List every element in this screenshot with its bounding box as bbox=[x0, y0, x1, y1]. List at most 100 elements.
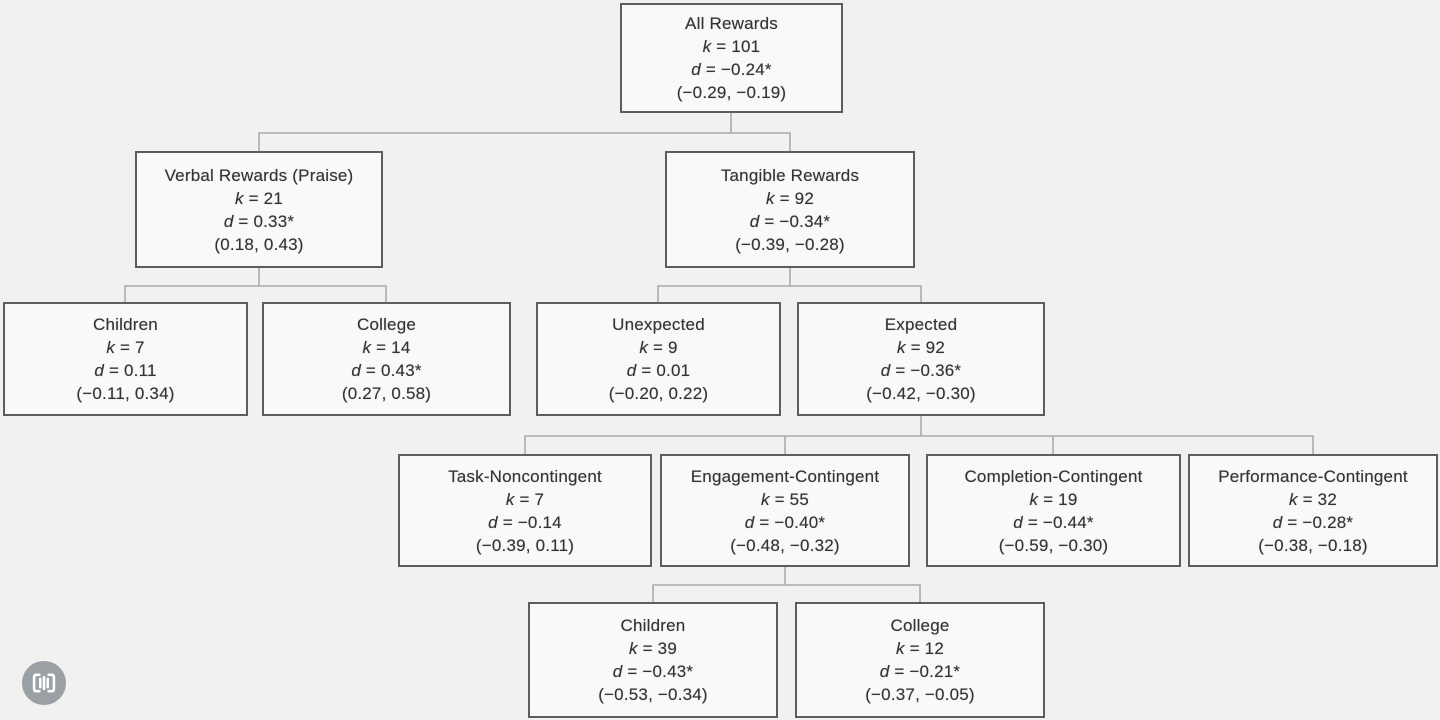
node-title: Performance-Contingent bbox=[1218, 466, 1408, 486]
d-variable: d bbox=[691, 60, 701, 79]
d-line: d = −0.24* bbox=[691, 58, 771, 81]
d-value: = −0.43* bbox=[622, 662, 694, 681]
node-children-engagement: Children k = 39 d = −0.43* (−0.53, −0.34… bbox=[528, 602, 778, 718]
node-completion-contingent: Completion-Contingent k = 19 d = −0.44* … bbox=[926, 454, 1181, 567]
d-line: d = −0.14 bbox=[488, 511, 562, 534]
d-value: = 0.11 bbox=[104, 361, 157, 380]
connector-expected-to-children bbox=[524, 416, 1314, 454]
node-title: College bbox=[890, 616, 950, 635]
k-line: k = 19 bbox=[1030, 488, 1078, 511]
k-line: k = 92 bbox=[897, 336, 945, 359]
node-college-engagement: College k = 12 d = −0.21* (−0.37, −0.05) bbox=[795, 602, 1045, 718]
d-line: d = −0.21* bbox=[880, 660, 960, 683]
node-title: Engagement-Contingent bbox=[690, 466, 880, 486]
node-college-verbal: College k = 14 d = 0.43* (0.27, 0.58) bbox=[262, 302, 511, 416]
k-line: k = 101 bbox=[703, 35, 761, 58]
k-variable: k bbox=[896, 639, 905, 658]
k-variable: k bbox=[766, 188, 775, 208]
d-variable: d bbox=[1013, 512, 1023, 532]
node-title: Verbal Rewards (Praise) bbox=[164, 165, 354, 185]
d-value: = 0.33* bbox=[233, 211, 295, 231]
node-title: Expected bbox=[884, 315, 958, 334]
ci-line: (−0.11, 0.34) bbox=[76, 384, 175, 403]
k-line: k = 14 bbox=[363, 336, 411, 359]
node-task-noncontingent: Task-Noncontingent k = 7 d = −0.14 (−0.3… bbox=[398, 454, 652, 567]
d-variable: d bbox=[94, 361, 105, 380]
k-value: = 92 bbox=[774, 188, 814, 208]
node-title: Tangible Rewards bbox=[720, 165, 860, 185]
d-line: d = 0.01 bbox=[627, 359, 691, 382]
node-performance-contingent: Performance-Contingent k = 32 d = −0.28*… bbox=[1188, 454, 1438, 567]
k-variable: k bbox=[1289, 489, 1298, 509]
k-value: = 55 bbox=[769, 489, 809, 509]
ci-line: (−0.53, −0.34) bbox=[598, 685, 708, 704]
d-line: d = 0.33* bbox=[224, 210, 294, 233]
d-value: = −0.28* bbox=[1282, 512, 1354, 532]
k-value: = 92 bbox=[905, 338, 945, 357]
d-variable: d bbox=[223, 211, 234, 231]
ci-line: (−0.39, −0.28) bbox=[735, 234, 845, 254]
k-value: = 101 bbox=[711, 37, 761, 56]
connector-engagement-to-children bbox=[652, 567, 921, 602]
k-value: = 7 bbox=[514, 489, 545, 509]
ci-line: (0.18, 0.43) bbox=[214, 234, 304, 254]
ci-line: (−0.37, −0.05) bbox=[865, 685, 975, 704]
k-variable: k bbox=[639, 338, 649, 357]
k-variable: k bbox=[1029, 489, 1039, 509]
k-value: = 32 bbox=[1297, 489, 1337, 509]
k-line: k = 12 bbox=[896, 637, 944, 660]
node-tangible-rewards: Tangible Rewards k = 92 d = −0.34* (−0.3… bbox=[665, 151, 915, 268]
d-line: d = −0.36* bbox=[881, 359, 961, 382]
ci-line: (−0.42, −0.30) bbox=[866, 384, 976, 403]
k-variable: k bbox=[629, 639, 638, 658]
d-variable: d bbox=[744, 512, 755, 532]
d-line: d = −0.40* bbox=[745, 511, 825, 534]
k-line: k = 92 bbox=[766, 187, 814, 210]
d-line: d = 0.43* bbox=[351, 359, 421, 382]
k-value: = 19 bbox=[1038, 489, 1078, 509]
k-line: k = 7 bbox=[506, 488, 544, 511]
k-variable: k bbox=[761, 489, 770, 509]
d-variable: d bbox=[351, 361, 361, 380]
k-line: k = 55 bbox=[761, 488, 809, 511]
node-engagement-contingent: Engagement-Contingent k = 55 d = −0.40* … bbox=[660, 454, 910, 567]
node-title: Children bbox=[620, 616, 686, 635]
node-unexpected: Unexpected k = 9 d = 0.01 (−0.20, 0.22) bbox=[536, 302, 781, 416]
k-variable: k bbox=[235, 188, 244, 208]
d-variable: d bbox=[1272, 512, 1283, 532]
k-variable: k bbox=[106, 338, 116, 357]
node-title: Unexpected bbox=[612, 315, 705, 334]
d-value: = −0.40* bbox=[754, 512, 826, 532]
ci-line: (0.27, 0.58) bbox=[341, 384, 432, 403]
d-value: = 0.01 bbox=[636, 361, 691, 380]
d-variable: d bbox=[879, 662, 890, 681]
k-value: = 21 bbox=[243, 188, 283, 208]
k-variable: k bbox=[362, 338, 372, 357]
k-line: k = 39 bbox=[629, 637, 677, 660]
node-title: Children bbox=[93, 315, 158, 334]
node-all-rewards: All Rewards k = 101 d = −0.24* (−0.29, −… bbox=[620, 3, 843, 113]
k-value: = 12 bbox=[904, 639, 944, 658]
d-line: d = −0.34* bbox=[750, 210, 830, 233]
d-variable: d bbox=[749, 211, 760, 231]
k-line: k = 32 bbox=[1289, 488, 1337, 511]
k-value: = 39 bbox=[637, 639, 677, 658]
k-value: = 7 bbox=[115, 338, 145, 357]
ci-line: (−0.48, −0.32) bbox=[730, 535, 840, 555]
d-variable: d bbox=[880, 361, 891, 380]
k-line: k = 9 bbox=[639, 336, 677, 359]
ci-line: (−0.29, −0.19) bbox=[676, 83, 787, 102]
node-title: Completion-Contingent bbox=[964, 466, 1143, 486]
d-variable: d bbox=[488, 512, 498, 532]
ci-line: (−0.38, −0.18) bbox=[1258, 535, 1368, 555]
node-children-verbal: Children k = 7 d = 0.11 (−0.11, 0.34) bbox=[3, 302, 248, 416]
node-title: Task-Noncontingent bbox=[448, 466, 602, 486]
d-value: = −0.14 bbox=[497, 512, 562, 532]
connector-verbal-to-children bbox=[124, 268, 387, 302]
k-variable: k bbox=[897, 338, 906, 357]
node-title: All Rewards bbox=[685, 14, 778, 33]
node-title: College bbox=[356, 315, 417, 334]
connector-root-to-level2 bbox=[258, 113, 791, 151]
